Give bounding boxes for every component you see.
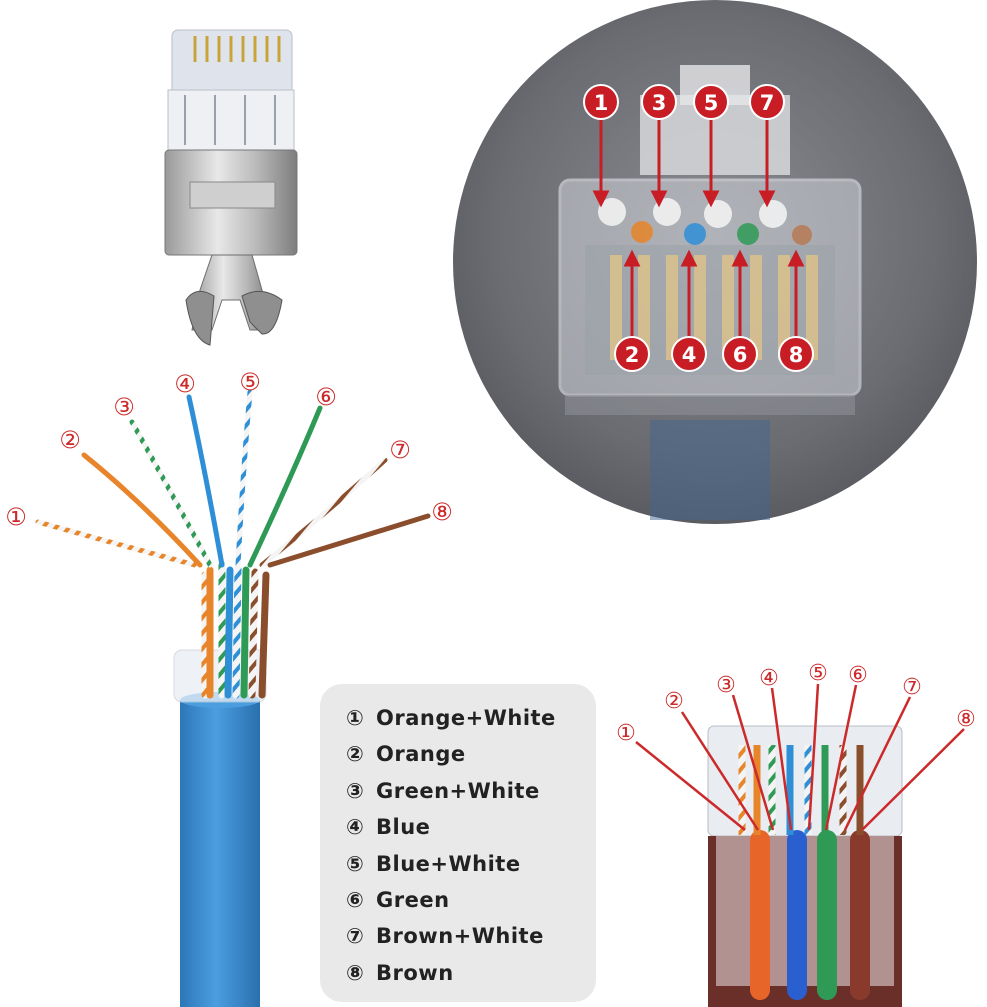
svg-text:3: 3 <box>652 91 667 115</box>
legend-marker: ② <box>346 742 365 767</box>
legend-marker: ⑧ <box>346 960 365 985</box>
wire-orange <box>81 452 203 568</box>
color-legend-panel: ① Orange+White ② Orange ③ Green+White ④ Blue… <box>320 684 596 1002</box>
stripped-cable-illustration <box>35 389 431 1007</box>
crimp-callout-1: ① <box>616 721 636 746</box>
pin-badge-7: 7 <box>749 84 785 120</box>
cable-callout-3: ③ <box>113 393 135 421</box>
crimp-callout-3: ③ <box>716 673 736 698</box>
wire-blue <box>186 394 225 568</box>
legend-item-8: ⑧ Brown <box>346 955 596 991</box>
wire-blue-white <box>235 389 253 568</box>
legend-marker: ③ <box>346 778 365 803</box>
cable-callout-1: ① <box>5 503 27 531</box>
legend-label: Green+White <box>376 778 540 803</box>
legend-marker: ⑤ <box>346 851 365 876</box>
svg-text:8: 8 <box>789 343 804 367</box>
crimp-callouts: ① ② ③ ④ ⑤ ⑥ ⑦ ⑧ <box>616 661 976 746</box>
crimp-callout-5: ⑤ <box>808 661 828 686</box>
cable-callout-2: ② <box>59 426 81 454</box>
cable-callout-8: ⑧ <box>431 498 453 526</box>
shielded-plug-illustration <box>164 29 298 346</box>
legend-marker: ① <box>346 706 365 730</box>
wire-brown-white <box>259 457 388 568</box>
pin-badge-8: 8 <box>778 336 814 372</box>
crimp-callout-8: ⑧ <box>956 707 976 732</box>
legend-label: Blue+White <box>376 851 521 876</box>
legend-item-7: ⑦ Brown+White <box>346 918 596 954</box>
wire-brown <box>267 513 431 568</box>
svg-text:4: 4 <box>682 343 697 367</box>
cable-callout-6: ⑥ <box>315 383 337 411</box>
legend-marker: ④ <box>346 815 365 840</box>
color-legend-list: ① Orange+White ② Orange ③ Green+White ④ Blue… <box>320 684 596 991</box>
legend-item-3: ③ Green+White <box>346 773 596 809</box>
pin-badge-4: 4 <box>671 336 707 372</box>
crimp-callout-2: ② <box>664 689 684 714</box>
legend-marker: ⑦ <box>346 924 365 949</box>
legend-label: Blue <box>376 815 431 840</box>
closeup-arrows <box>592 118 805 338</box>
legend-marker: ⑥ <box>346 887 365 912</box>
pin-badge-6: 6 <box>722 336 758 372</box>
crimp-callout-4: ④ <box>759 666 779 691</box>
cable-callouts: ① ② ③ ④ ⑤ ⑥ ⑦ ⑧ <box>5 368 453 531</box>
pin-badge-2: 2 <box>614 336 650 372</box>
legend-label: Green <box>376 887 450 912</box>
legend-label: Brown <box>376 960 454 985</box>
legend-item-2: ② Orange <box>346 736 596 772</box>
cable-callout-4: ④ <box>174 370 196 398</box>
plug-closeup-circle <box>453 0 977 524</box>
svg-text:7: 7 <box>760 91 775 115</box>
wire-orange-white <box>35 519 198 568</box>
legend-item-1: ① Orange+White <box>346 700 596 736</box>
legend-label: Brown+White <box>376 924 544 949</box>
svg-text:5: 5 <box>704 91 719 115</box>
svg-text:6: 6 <box>733 343 748 367</box>
legend-item-4: ④ Blue <box>346 809 596 845</box>
legend-label: Orange <box>376 742 466 767</box>
pin-badge-3: 3 <box>641 84 677 120</box>
cable-callout-7: ⑦ <box>389 436 411 464</box>
svg-text:2: 2 <box>625 343 640 367</box>
svg-text:1: 1 <box>594 91 609 115</box>
crimp-callout-lines <box>635 683 965 831</box>
crimped-plug-illustration <box>707 725 903 1007</box>
wire-green-white <box>129 419 213 568</box>
legend-item-5: ⑤ Blue+White <box>346 846 596 882</box>
legend-item-6: ⑥ Green <box>346 882 596 918</box>
crimp-callout-7: ⑦ <box>902 675 922 700</box>
legend-label: Orange+White <box>376 706 556 730</box>
pin-badges: 1 3 5 7 2 4 6 8 <box>583 84 814 372</box>
pin-badge-5: 5 <box>693 84 729 120</box>
wire-green <box>247 405 323 568</box>
cable-callout-5: ⑤ <box>239 368 261 396</box>
crimp-callout-6: ⑥ <box>848 663 868 688</box>
pin-badge-1: 1 <box>583 84 619 120</box>
